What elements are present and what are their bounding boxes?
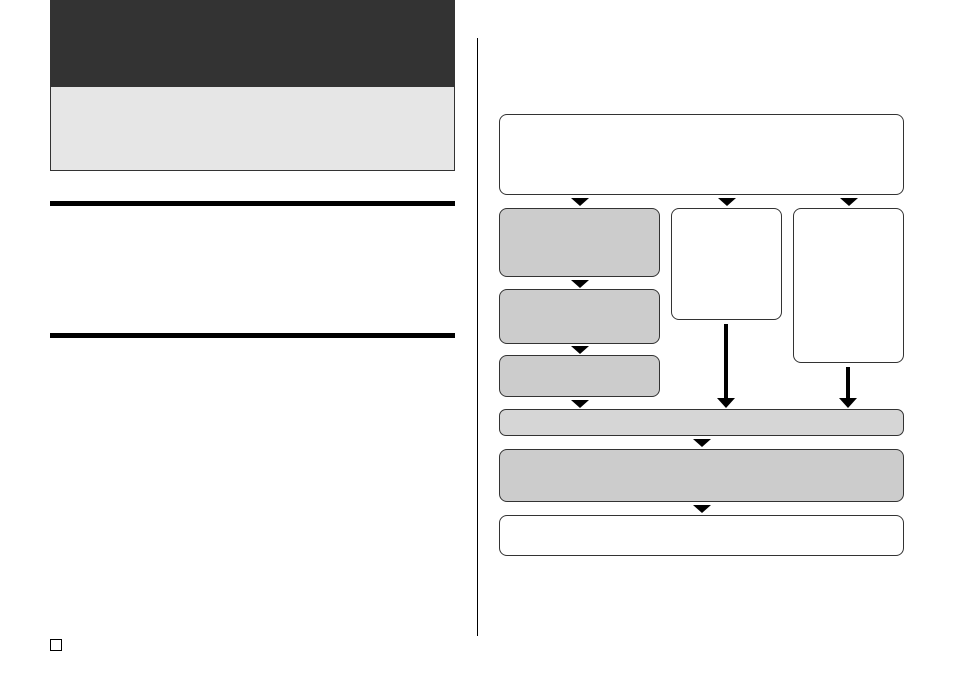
flow-arrow-left-3 (571, 346, 589, 354)
flow-arrow-left-2 (571, 280, 589, 288)
flow-arrow-middle-1 (718, 198, 736, 206)
flow-bottom-box (499, 515, 904, 556)
flow-arrow-middle-shaft (724, 324, 728, 399)
flow-arrow-middle-head (717, 398, 735, 408)
flow-arrow-left-1 (571, 198, 589, 206)
flow-arrow-left-4 (571, 400, 589, 408)
flow-arrow-center-2 (693, 505, 711, 513)
chapter-header-band (50, 0, 455, 87)
flow-gray-box (499, 449, 904, 502)
flow-left-box-3 (499, 355, 660, 397)
flow-arrow-center-1 (693, 439, 711, 447)
page-number-box (50, 639, 62, 651)
flow-merge-bar (499, 409, 904, 436)
flow-arrow-right-head (839, 398, 857, 408)
flow-right-box (793, 208, 904, 363)
column-divider (477, 38, 478, 636)
section-1-rule (50, 201, 455, 206)
flow-middle-box (671, 208, 782, 320)
flow-left-box-2 (499, 289, 660, 344)
flow-left-box-1 (499, 208, 660, 277)
flow-top-box (499, 114, 904, 195)
section-2-rule (50, 333, 455, 338)
flow-arrow-right-1 (840, 198, 858, 206)
chapter-subheader-band (50, 87, 455, 171)
flow-arrow-right-shaft (846, 367, 850, 399)
